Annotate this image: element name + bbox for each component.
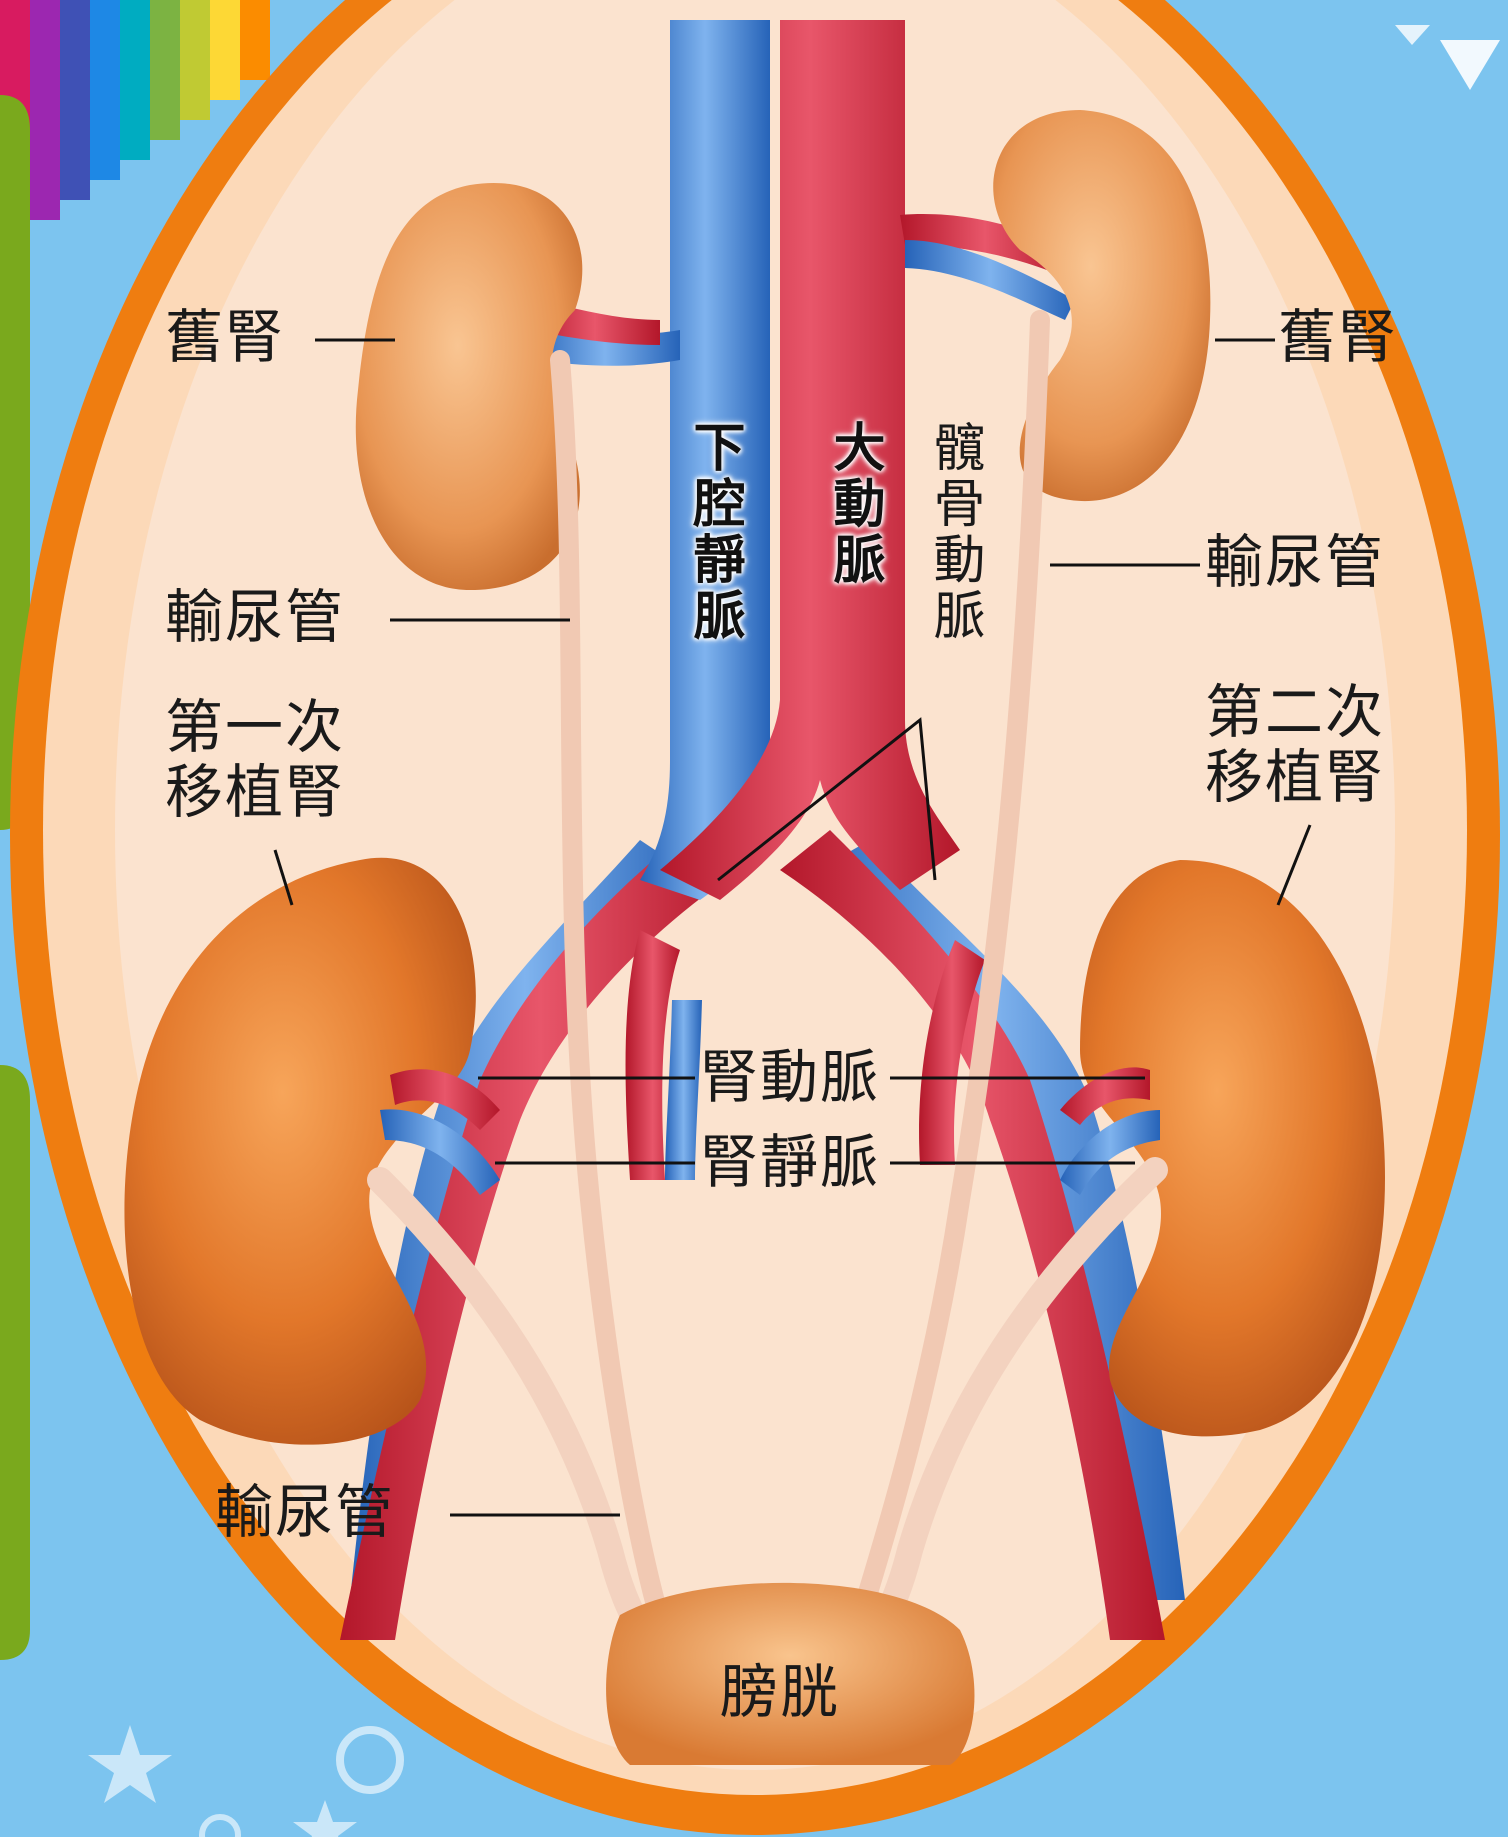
label-ureter-bottom: 輸尿管 bbox=[215, 1480, 395, 1545]
label-second-transplant-line1: 第二次 bbox=[1205, 680, 1385, 745]
label-old-kidney-left: 舊腎 bbox=[165, 305, 285, 370]
label-first-transplant: 第一次 移植腎 bbox=[165, 695, 345, 825]
label-aorta: 大動脈 bbox=[828, 420, 880, 588]
label-inferior-vena-cava: 下腔靜脈 bbox=[688, 420, 740, 644]
label-old-kidney-right: 舊腎 bbox=[1278, 305, 1398, 370]
label-first-transplant-line1: 第一次 bbox=[165, 695, 345, 760]
label-renal-artery: 腎動脈 bbox=[700, 1045, 880, 1110]
label-second-transplant-line2: 移植腎 bbox=[1205, 745, 1385, 810]
label-ureter-left: 輸尿管 bbox=[165, 585, 345, 650]
label-bladder: 膀胱 bbox=[720, 1660, 840, 1725]
label-ureter-right: 輸尿管 bbox=[1205, 530, 1385, 595]
label-renal-vein: 腎靜脈 bbox=[700, 1130, 880, 1195]
side-tab-bottom bbox=[0, 1065, 30, 1660]
label-iliac-artery: 髖骨動脈 bbox=[928, 420, 980, 644]
label-second-transplant: 第二次 移植腎 bbox=[1205, 680, 1385, 810]
label-first-transplant-line2: 移植腎 bbox=[165, 760, 345, 825]
